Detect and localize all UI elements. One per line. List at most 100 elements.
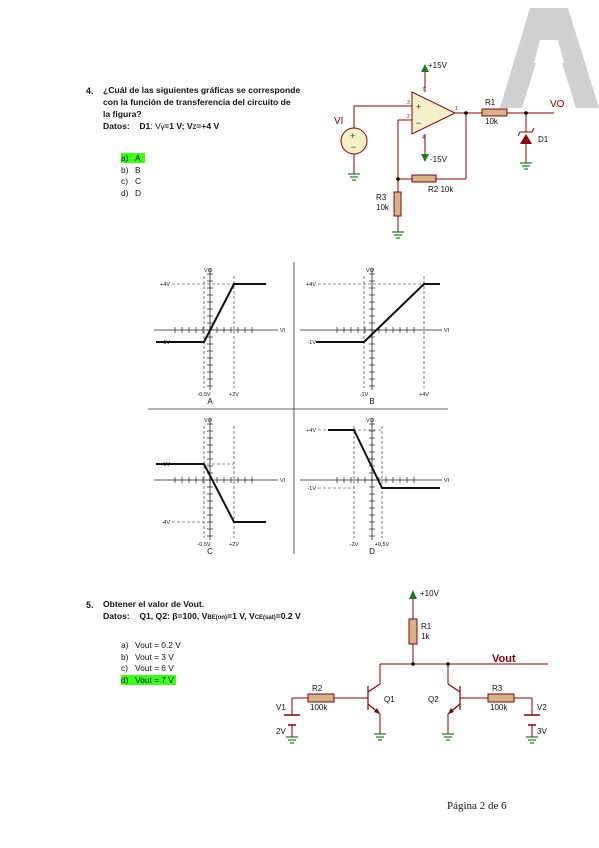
- graph-c-x1-label: -0,5V: [197, 542, 210, 548]
- q4-vi-source-icon: [340, 127, 368, 155]
- q5-vcc-label: +10V: [420, 589, 440, 598]
- q5-option-a-text: Vout = 0.2 V: [135, 640, 181, 650]
- q4-line2: con la función de transferencia del circ…: [103, 97, 291, 107]
- graph-c-vo-label: VO: [204, 418, 213, 424]
- q5-option-b-text: Vout = 3 V: [135, 651, 174, 662]
- question-4-number: 4.: [86, 86, 94, 96]
- q4-pin2: 2: [407, 114, 410, 120]
- graph-b-x2-label: +4V: [419, 392, 429, 398]
- q5-datos: Datos: Q1, Q2: β=100, VBE(on)=1 V, VCE(s…: [103, 610, 363, 624]
- q4-opamp-circuit: + − +15V -15V 3 2 1 7 4 + − VI VO R1 10k…: [334, 61, 565, 239]
- q5-r2-resistor-icon: [307, 693, 335, 703]
- q4-option-b-text: B: [135, 164, 141, 175]
- graph-d-x2-label: +0,5V: [375, 542, 390, 548]
- q4-line1: ¿Cuál de las siguientes gráficas se corr…: [103, 85, 301, 95]
- q5-option-b-letter: b): [121, 651, 129, 662]
- q4-option-a-letter: a): [121, 153, 129, 163]
- question-5-text: Obtener el valor de Vout. Datos: Q1, Q2:…: [103, 598, 363, 624]
- q5-option-d-text: Vout = 7 V: [135, 674, 174, 685]
- q5-datos-c: =0.2 V: [275, 611, 301, 621]
- graph-c-ytop-label: +1V: [160, 462, 170, 468]
- q5-battery-icons: [284, 714, 540, 726]
- q5-line1: Obtener el valor de Vout.: [103, 599, 205, 609]
- q5-option-b[interactable]: b) Vout = 3 V: [121, 652, 181, 664]
- graph-c-ybot-label: -4V: [161, 520, 170, 526]
- q4-option-b[interactable]: b)B: [121, 165, 145, 177]
- graph-b-ybot-label: -1V: [307, 340, 316, 346]
- graph-a-x2-label: +2V: [229, 392, 239, 398]
- graph-d-vo-label: VO: [366, 418, 375, 424]
- q5-r2-label: R2: [312, 684, 323, 693]
- q5-vcc-arrow-icon: [409, 590, 417, 599]
- q4-r2-resistor-icon: [411, 174, 437, 183]
- q4-r3-resistor-icon: [393, 191, 402, 217]
- q5-v1-value: 2V: [276, 727, 286, 736]
- q5-q2-transistor-icon: [447, 683, 461, 715]
- q4-ground-icons: [348, 162, 532, 239]
- q5-option-d-letter: d): [121, 674, 129, 685]
- q4-datos: Datos: D1: Vγ=1 V; VZ=+4 V: [103, 120, 333, 134]
- q5-q1-label: Q1: [384, 695, 395, 704]
- q4-option-c[interactable]: c)C: [121, 176, 145, 188]
- graph-a-curve: [156, 283, 266, 343]
- svg-text:−: −: [416, 118, 421, 128]
- graph-a-ybot-label: -1V: [161, 340, 170, 346]
- q5-option-c-letter: c): [121, 663, 128, 673]
- q5-option-c[interactable]: c)Vout = 6 V: [121, 663, 181, 675]
- graph-d-ybot-label: -1V: [307, 486, 316, 492]
- q4-vo-label: VO: [550, 99, 565, 110]
- q4-option-a[interactable]: a) A: [121, 153, 146, 165]
- q5-r3-label: R3: [492, 684, 503, 693]
- q5-datos-sub2: CE(sat): [254, 615, 276, 621]
- graph-a-vo-label: VO: [204, 268, 213, 274]
- graph-d-ytop-label: +4V: [306, 428, 316, 434]
- graph-b-x1-label: -1V: [360, 392, 369, 398]
- question-4-text: ¿Cuál de las siguientes gráficas se corr…: [103, 84, 333, 134]
- q5-r2-value: 100k: [310, 703, 328, 712]
- q4-vplus-label: +15V: [428, 61, 448, 70]
- q5-v2-label: V2: [537, 703, 547, 712]
- q5-datos-b: =1 V, V: [227, 611, 255, 621]
- graph-c-curve: [156, 463, 266, 523]
- q4-option-d[interactable]: d) D: [121, 188, 145, 200]
- q5-datos-sub1: BE(on): [207, 615, 228, 621]
- q4-zener-diode-icon: [520, 134, 532, 144]
- q5-r3-resistor-icon: [487, 693, 515, 703]
- graph-c-x2-label: +2V: [229, 542, 239, 548]
- svg-text:−: −: [351, 142, 356, 152]
- graph-d-x1-label: -2V: [350, 542, 359, 548]
- graph-d-curve: [328, 429, 440, 489]
- q4-datos-v1: : V: [150, 121, 161, 131]
- graph-a-title: A: [207, 397, 213, 406]
- q4-option-a-text: A: [135, 153, 141, 163]
- q5-option-a[interactable]: a)Vout = 0.2 V: [121, 640, 181, 652]
- svg-text:+: +: [350, 131, 355, 141]
- q4-datos-v2-sub: Z: [192, 125, 197, 131]
- page-number: Página 2 de 6: [447, 800, 507, 812]
- q4-option-c-letter: c): [121, 176, 128, 186]
- q4-r3-label: R3: [376, 193, 387, 202]
- q5-transistor-circuit: +10V R1 1k Vout Q1 Q2 R2 100k R3 100k V1…: [276, 589, 548, 744]
- q4-pin1: 1: [455, 106, 458, 112]
- svg-text:R2 10k: R2 10k: [428, 185, 454, 194]
- q5-option-d[interactable]: d) Vout = 7 V: [121, 674, 181, 687]
- q4-r1-resistor-icon: [481, 108, 508, 117]
- q4-option-d-letter: d): [121, 187, 129, 198]
- graph-a-vi-label: VI: [280, 328, 286, 334]
- q4-datos-v1-val: =1 V; V: [164, 121, 193, 131]
- graph-b-title: B: [369, 397, 374, 406]
- q5-r1-resistor-icon: [408, 618, 418, 645]
- graph-c: VO VI +1V -4V -0,5V +2V C: [154, 418, 286, 556]
- q4-d1-label: D1: [538, 135, 549, 144]
- graph-d-title: D: [369, 547, 375, 556]
- q4-option-d-text: D: [135, 187, 142, 198]
- svg-text:+: +: [416, 102, 421, 112]
- q5-q1-transistor-icon: [367, 683, 381, 715]
- q4-datos-v1-sub: γ: [160, 125, 165, 131]
- graph-c-vi-label: VI: [280, 478, 286, 484]
- graph-c-title: C: [207, 547, 213, 556]
- q4-options: a) A b)B c)C d) D: [121, 153, 146, 200]
